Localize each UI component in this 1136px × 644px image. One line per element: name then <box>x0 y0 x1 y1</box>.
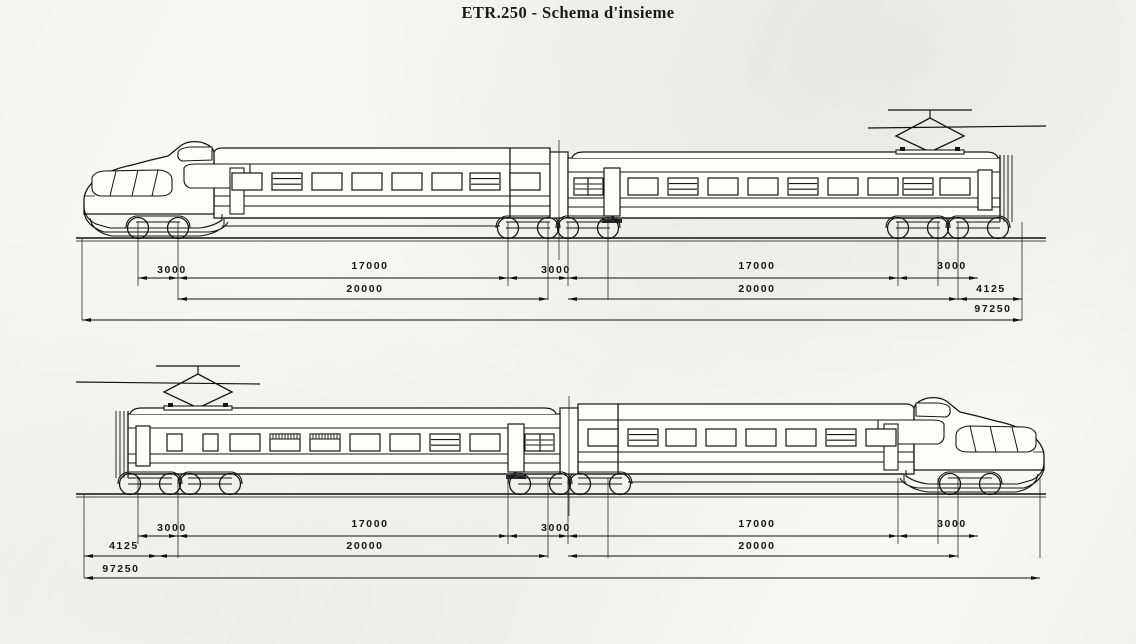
ext-lines-bottom <box>83 478 1041 578</box>
dim-label: 20000 <box>346 283 383 295</box>
page-title: ETR.250 - Schema d'insieme <box>461 3 675 22</box>
contact-wire-bottom <box>75 381 261 385</box>
dim-label: 3000 <box>937 518 967 530</box>
dim-label: 17000 <box>351 518 388 530</box>
bogie-4-bottom <box>177 471 243 496</box>
dim-label: 3000 <box>541 522 571 534</box>
dim-label: 17000 <box>351 260 388 272</box>
dim-label: 20000 <box>738 540 775 552</box>
contact-wire-top <box>867 125 1047 129</box>
bogie-4-top <box>885 215 951 240</box>
car-2-end-ribs-top <box>999 155 1013 222</box>
dim-label: 3000 <box>541 264 571 276</box>
dim-label: 3000 <box>157 522 187 534</box>
car-2-windows-top <box>573 177 971 196</box>
dim-label: 97250 <box>974 303 1011 315</box>
dim-label: 4125 <box>109 540 139 552</box>
dim-label: 3000 <box>937 260 967 272</box>
car-2-bottom <box>75 365 573 496</box>
dim-label: 17000 <box>738 260 775 272</box>
bogie-1-top <box>125 215 191 240</box>
dim-chain-bottom: 3000 17000 3000 17000 3000 4125 20000 20… <box>83 478 1041 580</box>
bogie-2-top <box>495 215 561 240</box>
car-2-door-right-bottom <box>135 425 151 467</box>
car-2-end-ribs-bottom <box>115 411 129 478</box>
dim-label: 20000 <box>738 283 775 295</box>
dim-label: 3000 <box>157 264 187 276</box>
ext-lines-top <box>81 222 1023 320</box>
car-1-bottom <box>567 396 1045 496</box>
dim-label: 4125 <box>976 283 1006 295</box>
dim-label: 97250 <box>102 563 139 575</box>
dim-chain-top <box>82 276 1022 322</box>
coupling-bottom <box>559 396 579 516</box>
coupling-top <box>549 140 569 260</box>
pantograph-bottom <box>155 365 241 411</box>
car-2-door-right-top <box>977 169 993 211</box>
bogie-2-bottom <box>567 471 633 496</box>
car-2-door-left-bottom <box>507 423 525 473</box>
car-1-top <box>83 140 561 240</box>
dim-label: 20000 <box>346 540 383 552</box>
bogie-1-bottom <box>937 471 1003 496</box>
top-view-drawing: 3000 17000 3000 17000 3000 20000 20000 4… <box>76 109 1047 322</box>
car-2-top <box>555 109 1047 240</box>
dim-label: 17000 <box>738 518 775 530</box>
bottom-view-drawing <box>75 365 1046 516</box>
car-2-door-left-top <box>603 167 621 217</box>
pantograph-top <box>887 109 973 155</box>
